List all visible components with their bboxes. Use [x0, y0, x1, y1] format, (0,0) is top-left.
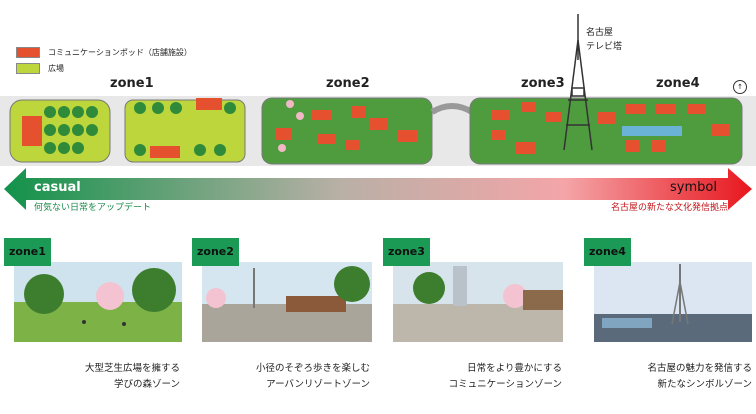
zone1-photo	[14, 262, 182, 342]
tv-tower	[563, 14, 593, 151]
zone1-caption-line2: 学びの森ゾーン	[113, 379, 180, 390]
legend: コミュニケーションポッド（店舗施設） 広場	[16, 44, 192, 76]
symbol-label: symbol	[670, 180, 717, 195]
legend-item-pod: コミュニケーションポッド（店舗施設）	[16, 44, 192, 60]
zone34-pods	[492, 102, 730, 154]
zone1-pod	[196, 98, 222, 110]
tv-tower-label-line2: テレビ塔	[586, 42, 623, 52]
zone3-caption-line2: コミュニケーションゾーン	[448, 379, 562, 390]
spectrum-arrow	[4, 168, 752, 210]
zone1-trees	[44, 102, 236, 156]
zone4-caption-line2: 新たなシンボルゾーン	[657, 379, 752, 390]
north-arrow-icon: ↑	[733, 80, 747, 94]
park-map	[0, 14, 756, 210]
zone3-photo	[393, 262, 563, 342]
zone4-caption: 名古屋の魅力を発信する 新たなシンボルゾーン	[584, 361, 752, 393]
casual-label: casual	[34, 180, 81, 195]
tv-tower-label-line1: 名古屋	[586, 28, 614, 38]
zone2-pods	[276, 106, 418, 150]
legend-swatch-plaza	[16, 62, 40, 74]
map-zone2-label: zone2	[326, 76, 370, 91]
legend-swatch-pod	[16, 46, 40, 58]
zone1-caption: 大型芝生広場を擁する 学びの森ゾーン	[14, 361, 180, 393]
zone2-photo	[202, 262, 372, 342]
legend-item-plaza: 広場	[16, 60, 192, 76]
map-zone4-label: zone4	[656, 76, 700, 91]
tv-tower-label: 名古屋 テレビ塔	[586, 26, 622, 54]
zone2-caption-line1: 小径のそぞろ歩きを楽しむ	[255, 363, 370, 374]
map-zone1-label: zone1	[110, 76, 154, 91]
zone4-photo	[594, 262, 752, 342]
zone3-tag: zone3	[383, 238, 430, 266]
zone1-caption-line1: 大型芝生広場を擁する	[84, 363, 180, 374]
zone34-block	[469, 97, 743, 165]
zone4-tag: zone4	[584, 238, 631, 266]
zone4-caption-line1: 名古屋の魅力を発信する	[647, 363, 752, 374]
zone2-caption: 小径のそぞろ歩きを楽しむ アーバンリゾートゾーン	[200, 361, 370, 393]
zone1-tag: zone1	[4, 238, 51, 266]
zone1-pod	[22, 116, 42, 146]
symbol-subtitle: 名古屋の新たな文化発信拠点	[610, 203, 728, 213]
map-zone3-label: zone3	[521, 76, 565, 91]
zone3-caption: 日常をより豊かにする コミュニケーションゾーン	[392, 361, 562, 393]
zone3-caption-line1: 日常をより豊かにする	[467, 363, 562, 374]
zone2-caption-line2: アーバンリゾートゾーン	[266, 379, 370, 390]
zone2-cherry-trees	[278, 100, 304, 152]
water-feature	[622, 126, 682, 136]
legend-label-pod: コミュニケーションポッド（店舗施設）	[48, 47, 192, 57]
zone2-block	[261, 97, 433, 165]
legend-label-plaza: 広場	[48, 63, 64, 73]
casual-subtitle: 何気ない日常をアップデート	[34, 203, 152, 213]
bridge	[430, 103, 474, 115]
zone2-tag: zone2	[192, 238, 239, 266]
zone1-pod	[150, 146, 180, 158]
